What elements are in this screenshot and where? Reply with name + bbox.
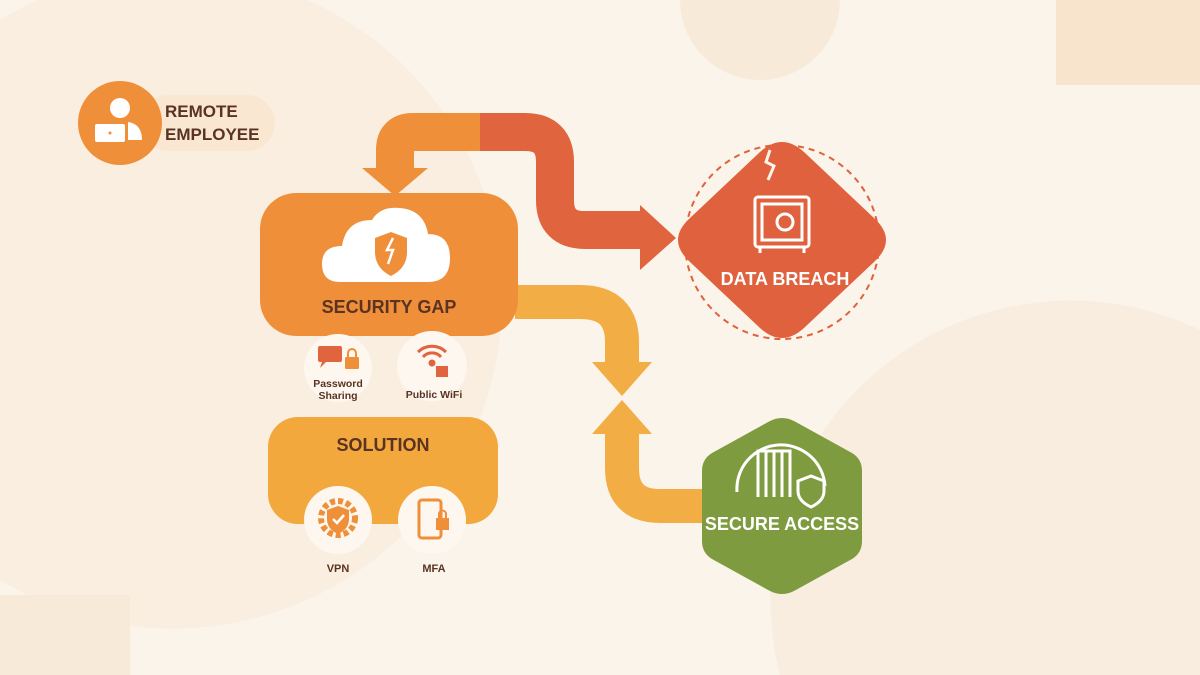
security-gap-title: SECURITY GAP [322,297,457,317]
solution-mfa-label: MFA [422,563,445,575]
remote-employee-label-line1: REMOTE [165,102,238,121]
solution-flow-arrows [515,285,705,523]
cracked-safe-icon [753,195,811,253]
secure-access-title: SECURE ACCESS [705,514,859,534]
security-gap-card: SECURITY GAP [260,193,518,336]
secure-access-node: SECURE ACCESS [702,418,862,594]
gate-shield-icon [735,443,827,509]
chat-lock-icon [318,346,359,369]
breach-loop-arrow [362,113,676,270]
risk-password-sharing-line2: Sharing [318,390,357,402]
cloud-broken-shield-icon [322,207,450,282]
remote-employee-badge: REMOTE EMPLOYEE [78,81,275,165]
wifi-lock-icon [416,344,448,377]
data-breach-title: DATA BREACH [721,269,850,289]
solution-mfa: MFA [398,486,466,575]
solution-title: SOLUTION [337,435,430,455]
person-laptop-icon [95,98,142,142]
solution-vpn: VPN [304,486,372,575]
solution-vpn-label: VPN [327,563,350,575]
risk-public-wifi-label: Public WiFi [406,389,463,401]
phone-lock-icon [417,498,449,540]
remote-employee-label-line2: EMPLOYEE [165,125,259,144]
risk-public-wifi: Public WiFi [397,331,467,401]
risk-password-sharing: Password Sharing [304,334,372,402]
gear-shield-check-icon [318,498,358,538]
data-breach-node: DATA BREACH [678,142,886,340]
risk-password-sharing-line1: Password [313,378,363,390]
